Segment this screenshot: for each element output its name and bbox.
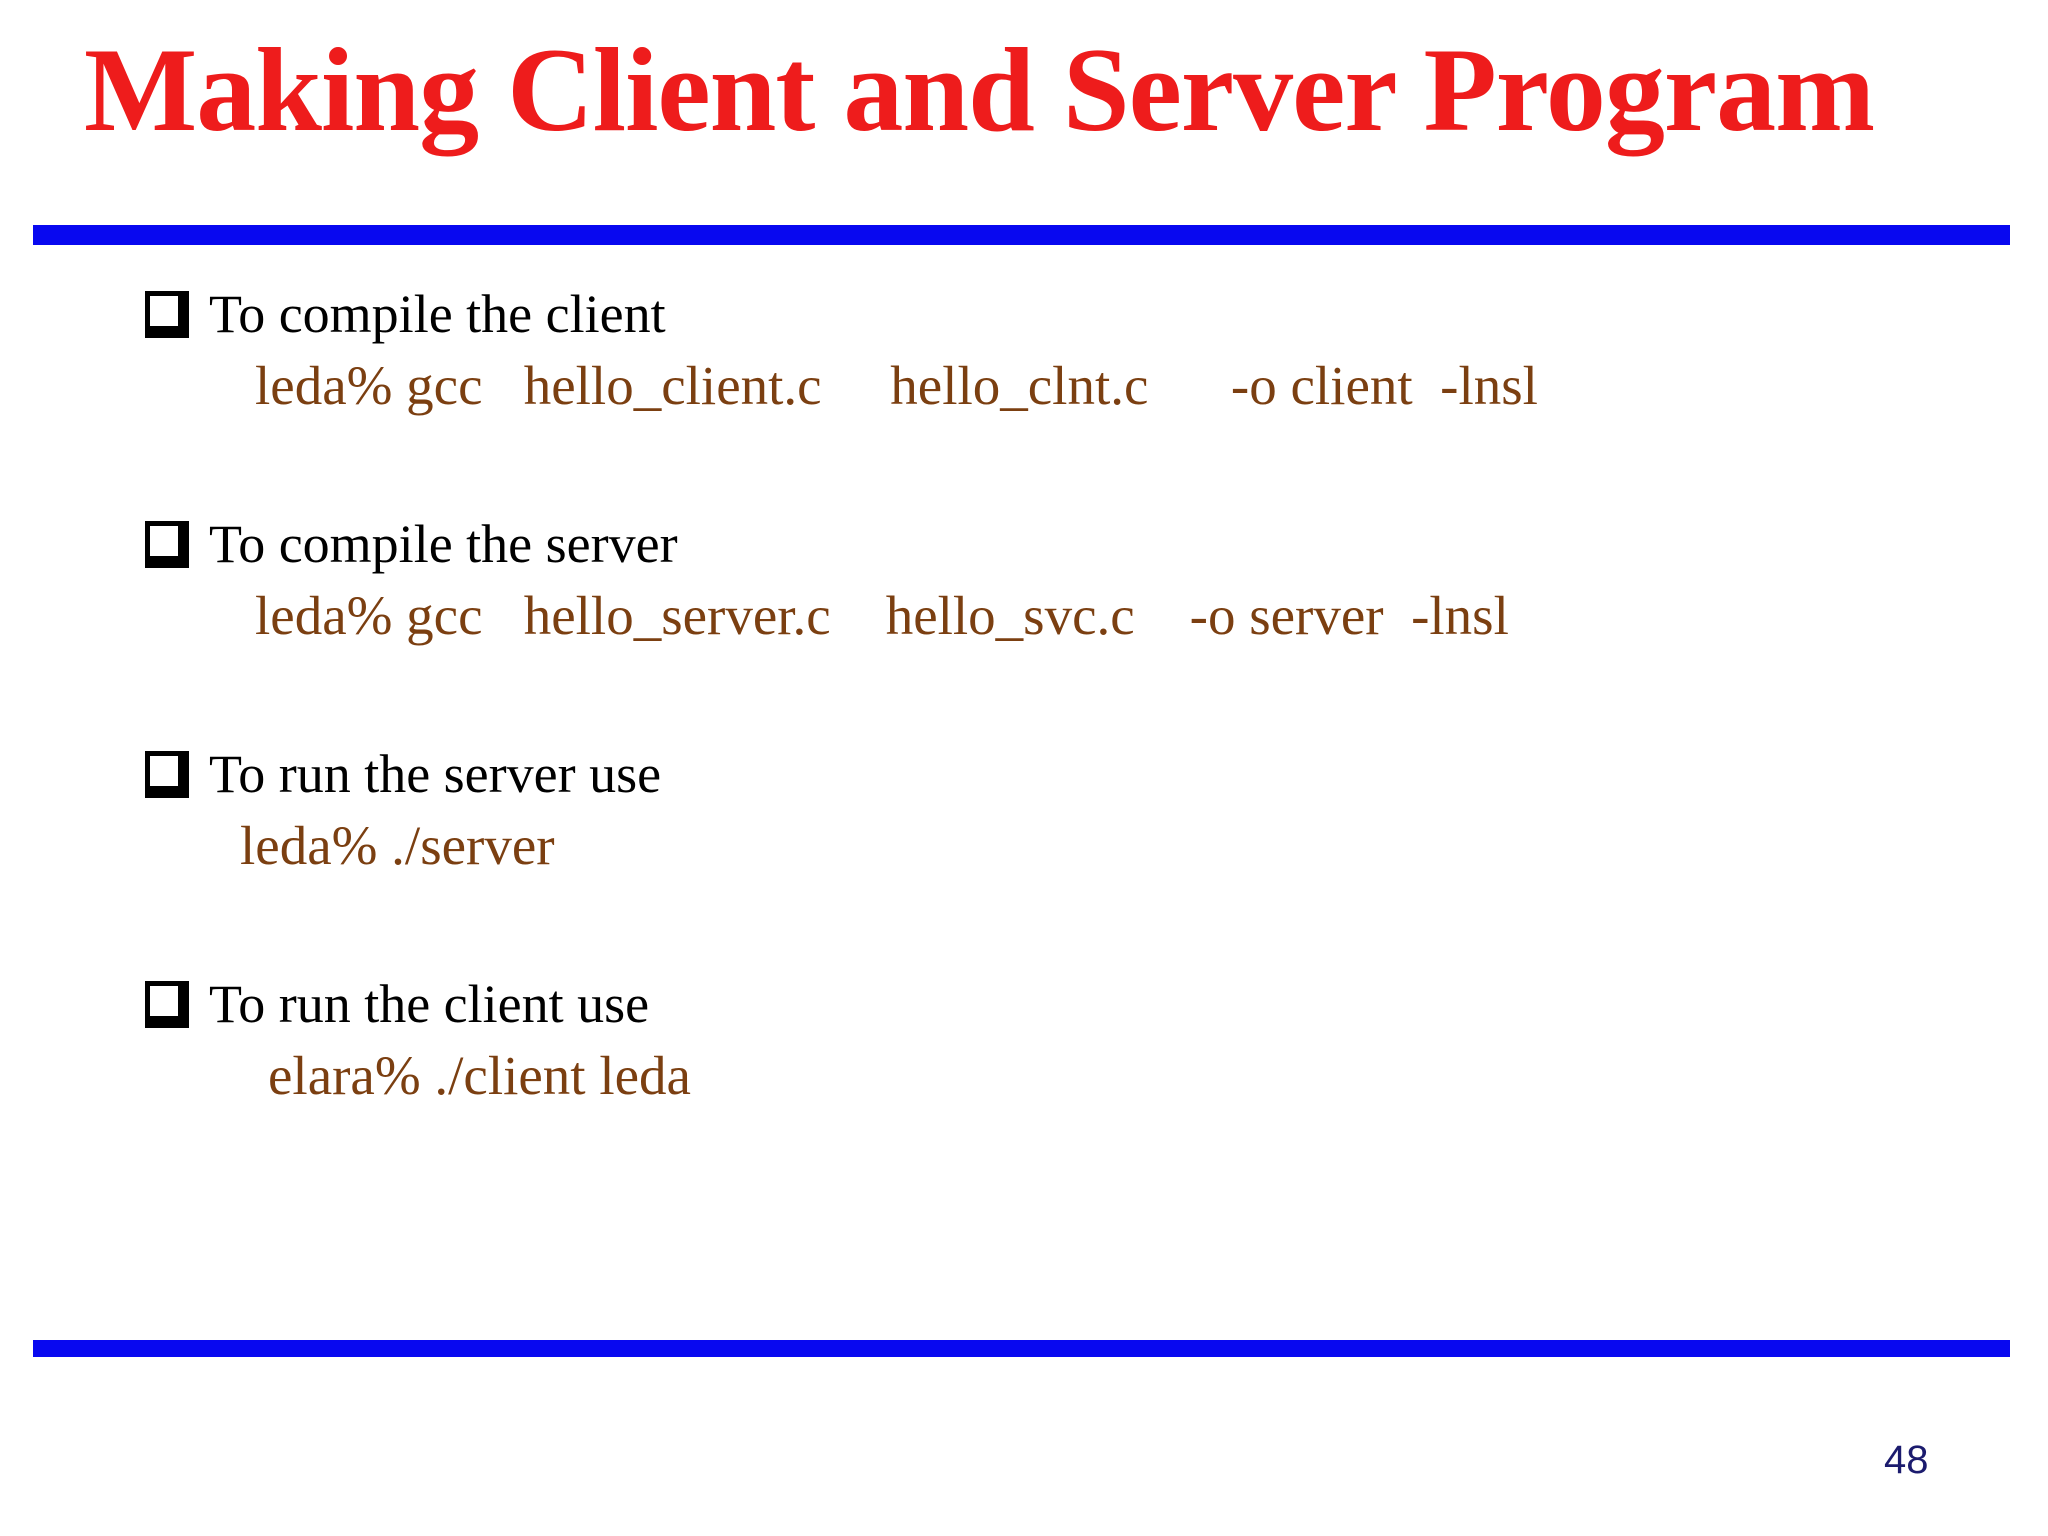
bullet-section-run-client: To run the client use elara% ./client le… [145, 968, 1538, 1112]
bullet-label: To run the server use [209, 744, 662, 804]
slide-title: Making Client and Server Program [84, 23, 1875, 156]
bullet-line: To compile the server [145, 508, 1538, 580]
checkbox-bullet-icon [145, 290, 189, 338]
bullet-line: To run the server use [145, 738, 1538, 810]
command-text: leda% gcc hello_client.c hello_clnt.c -o… [255, 355, 1538, 416]
command-text: leda% gcc hello_server.c hello_svc.c -o … [255, 585, 1509, 646]
bullet-label: To compile the client [209, 284, 666, 344]
page-number: 48 [1884, 1438, 1929, 1482]
bullet-section-run-server: To run the server use leda% ./server [145, 738, 1538, 882]
command-text: elara% ./client leda [268, 1045, 691, 1106]
checkbox-bullet-icon [145, 980, 189, 1028]
bullet-line: To run the client use [145, 968, 1538, 1040]
bullet-label: To compile the server [209, 514, 678, 574]
checkbox-bullet-icon [145, 750, 189, 798]
bullet-label: To run the client use [209, 974, 650, 1034]
bullet-section-compile-client: To compile the client leda% gcc hello_cl… [145, 278, 1538, 422]
top-divider [33, 225, 2010, 245]
bullet-line: To compile the client [145, 278, 1538, 350]
checkbox-bullet-icon [145, 520, 189, 568]
command-text: leda% ./server [240, 815, 555, 876]
bottom-divider [33, 1340, 2010, 1357]
bullet-section-compile-server: To compile the server leda% gcc hello_se… [145, 508, 1538, 652]
slide-body: To compile the client leda% gcc hello_cl… [145, 278, 1538, 1198]
